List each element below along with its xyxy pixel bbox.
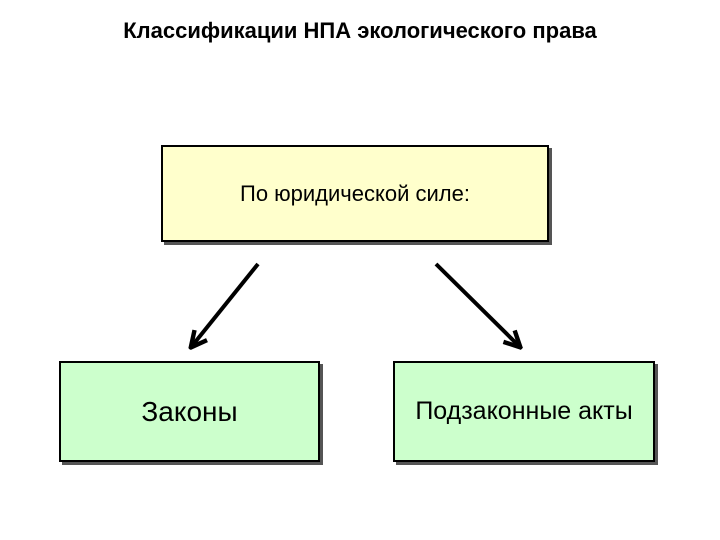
right-child-node-box: Подзаконные акты — [393, 361, 655, 462]
arrow-to-left-child — [192, 262, 260, 346]
root-node-label: По юридической силе: — [240, 180, 470, 206]
arrow-to-right-child — [434, 262, 519, 346]
diagram-title: Классификации НПА экологического права — [123, 18, 597, 43]
left-child-node-box: Законы — [59, 361, 320, 462]
left-child-node-label: Законы — [141, 395, 238, 427]
root-node-box: По юридической силе: — [161, 145, 549, 242]
right-child-node-label: Подзаконные акты — [415, 396, 633, 425]
